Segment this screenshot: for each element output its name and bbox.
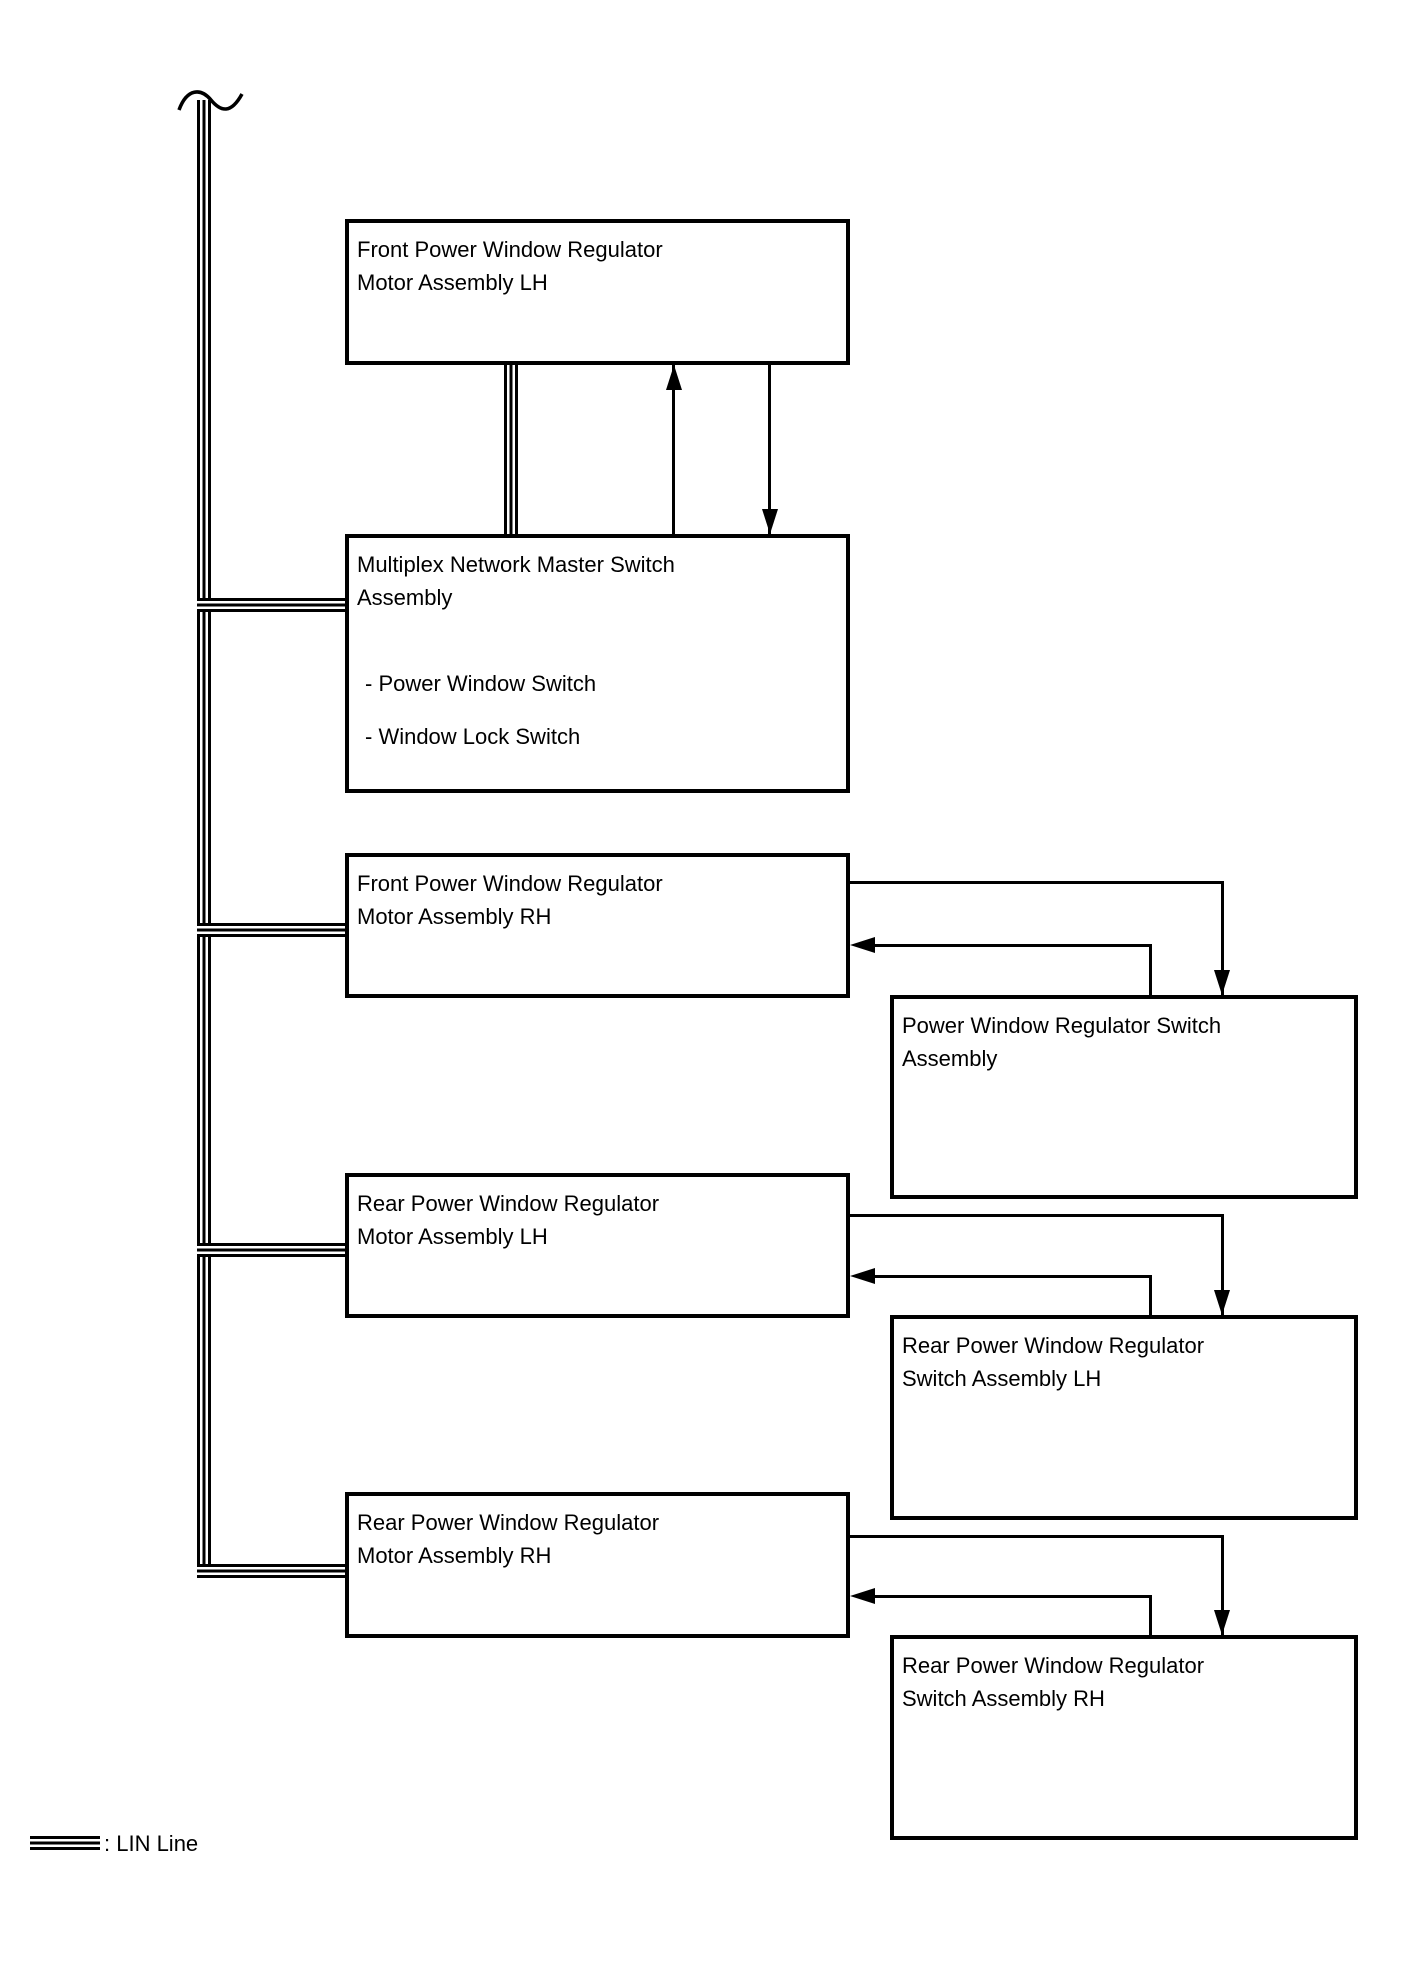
arrow-down-icon <box>1214 1290 1230 1315</box>
box-label-line: Front Power Window Regulator <box>357 237 663 262</box>
box-front-power-window-regulator-motor-lh: Front Power Window Regulator Motor Assem… <box>345 219 850 365</box>
box-label-line: Front Power Window Regulator <box>357 871 663 896</box>
arrow-line-front-rh-out-drop <box>1221 881 1224 995</box>
arrow-down-icon <box>762 509 778 534</box>
lin-branch-multiplex <box>197 598 345 612</box>
lin-branch-rear-motor-lh <box>197 1243 345 1257</box>
legend-lin-line-label: : LIN Line <box>104 1831 199 1856</box>
box-label-line: Motor Assembly RH <box>357 1543 552 1568</box>
arrow-line-pw-switch-return-rise <box>1149 944 1152 995</box>
arrow-line-rear-switch-lh-return <box>872 1275 1152 1278</box>
arrow-line-rear-switch-rh-return <box>872 1595 1152 1598</box>
box-label-line: Multiplex Network Master Switch <box>357 552 675 577</box>
box-label-line: Rear Power Window Regulator <box>357 1191 660 1216</box>
arrow-left-icon <box>850 1268 875 1284</box>
lin-branch-front-motor-rh <box>197 923 345 937</box>
box-bullet-item: - Window Lock Switch <box>365 724 581 749</box>
arrow-left-icon <box>850 1588 875 1604</box>
box-label-line: Switch Assembly RH <box>902 1686 1105 1711</box>
box-rear-power-window-regulator-switch-lh: Rear Power Window Regulator Switch Assem… <box>890 1315 1358 1520</box>
arrow-down-icon <box>1214 970 1230 995</box>
arrow-line-rear-switch-rh-return-rise <box>1149 1595 1152 1635</box>
line-break-squiggle-icon <box>177 90 244 111</box>
box-label-line: Switch Assembly LH <box>902 1366 1102 1391</box>
arrow-down-icon <box>1214 1610 1230 1635</box>
box-bullet-item: - Power Window Switch <box>365 671 597 696</box>
box-rear-power-window-regulator-motor-lh: Rear Power Window Regulator Motor Assemb… <box>345 1173 850 1318</box>
arrow-line-rear-lh-out-drop <box>1221 1214 1224 1315</box>
box-label-line: Power Window Regulator Switch <box>902 1013 1222 1038</box>
box-label-line: Rear Power Window Regulator <box>902 1653 1205 1678</box>
box-label-line: Motor Assembly RH <box>357 904 552 929</box>
legend-lin-line-swatch <box>30 1836 100 1850</box>
box-multiplex-network-master-switch: Multiplex Network Master Switch Assembly… <box>345 534 850 793</box>
arrow-line-rear-rh-out <box>850 1535 1224 1538</box>
box-label-line: Assembly <box>357 585 453 610</box>
arrow-line-rear-rh-out-drop <box>1221 1535 1224 1635</box>
box-label-line: Rear Power Window Regulator <box>357 1510 660 1535</box>
arrow-line-rear-switch-lh-return-rise <box>1149 1275 1152 1315</box>
lin-link-front-lh-to-multiplex <box>504 365 518 534</box>
arrow-line-front-lh-to-multiplex <box>768 365 771 534</box>
arrow-line-rear-lh-out <box>850 1214 1224 1217</box>
box-label-line: Rear Power Window Regulator <box>902 1333 1205 1358</box>
box-label-line: Assembly <box>902 1046 998 1071</box>
box-rear-power-window-regulator-switch-rh: Rear Power Window Regulator Switch Assem… <box>890 1635 1358 1840</box>
box-rear-power-window-regulator-motor-rh: Rear Power Window Regulator Motor Assemb… <box>345 1492 850 1638</box>
arrow-line-multiplex-to-front-lh <box>672 365 675 534</box>
lin-branch-rear-motor-rh <box>197 1564 345 1578</box>
box-front-power-window-regulator-motor-rh: Front Power Window Regulator Motor Assem… <box>345 853 850 998</box>
box-label-line: Motor Assembly LH <box>357 270 548 295</box>
box-label-line: Motor Assembly LH <box>357 1224 548 1249</box>
arrow-left-icon <box>850 937 875 953</box>
box-power-window-regulator-switch-assembly: Power Window Regulator Switch Assembly <box>890 995 1358 1199</box>
arrow-up-icon <box>666 365 682 390</box>
lin-trunk-line <box>197 100 211 1578</box>
arrow-line-front-rh-out <box>850 881 1224 884</box>
arrow-line-pw-switch-return <box>872 944 1152 947</box>
